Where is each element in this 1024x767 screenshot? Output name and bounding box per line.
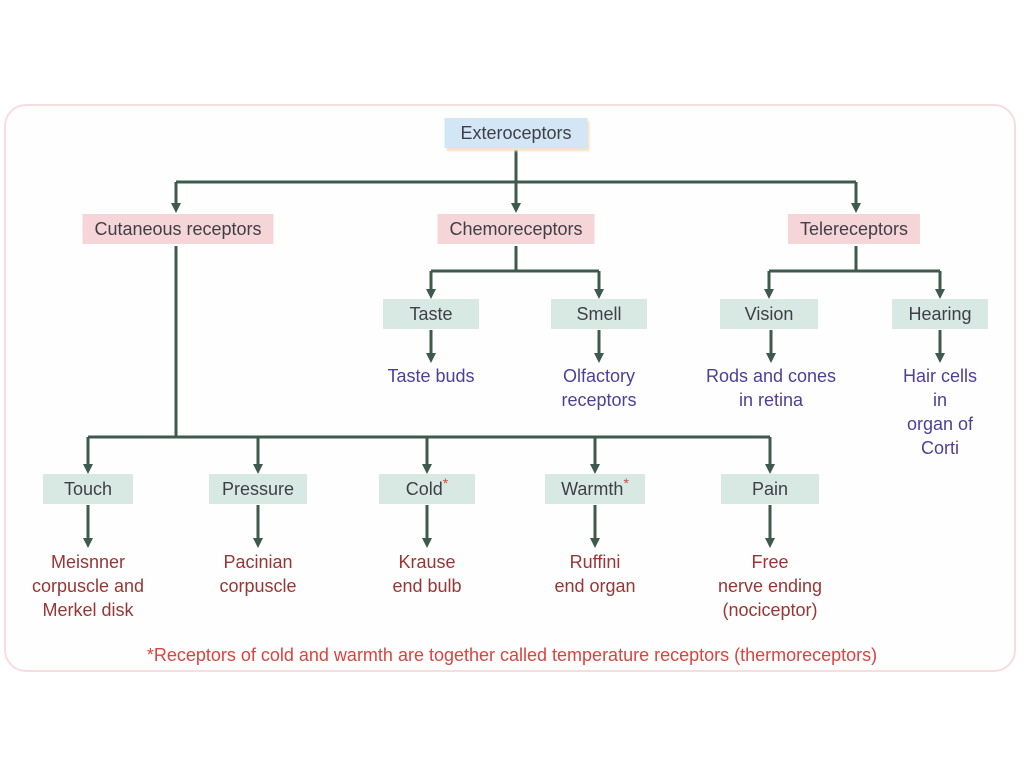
receptor-rods-cones: Rods and cones in retina [705, 366, 837, 410]
sense-label: Hearing [908, 304, 972, 324]
sense-label: Taste [409, 304, 453, 324]
category-chemoreceptors: Chemoreceptors [437, 214, 595, 244]
footnote: *Receptors of cold and warmth are togeth… [146, 645, 878, 665]
receptor-hair-cells: Hair cells in organ of Corti [902, 366, 977, 458]
category-label: Cutaneous receptors [94, 219, 262, 239]
sense-hearing: Hearing [892, 299, 988, 329]
category-label: Chemoreceptors [449, 219, 583, 239]
sense-cold: Cold* [379, 474, 475, 504]
sense-taste: Taste [383, 299, 479, 329]
receptor-pacinian: Pacinian corpuscle [219, 552, 297, 596]
receptor-taste-buds: Taste buds [387, 366, 475, 386]
sense-touch: Touch [43, 474, 133, 504]
receptor-olfactory: Olfactory receptors [561, 366, 637, 410]
asterisk-mark: * [623, 475, 629, 491]
category-telereceptors: Telereceptors [787, 214, 921, 244]
sense-pressure: Pressure [209, 474, 307, 504]
category-cutaneous-receptors: Cutaneous receptors [82, 214, 274, 244]
diagram-frame [4, 104, 1016, 672]
sense-label: Pressure [221, 479, 295, 499]
receptor-ruffini: Ruffini end organ [554, 552, 636, 596]
sense-label: Vision [744, 304, 794, 324]
sense-pain: Pain [721, 474, 819, 504]
sense-label: Cold [405, 479, 443, 499]
sense-smell: Smell [551, 299, 647, 329]
category-label: Telereceptors [799, 219, 909, 239]
receptor-free-nerve-ending: Free nerve ending (nociceptor) [717, 552, 823, 620]
root-node-exteroceptors: Exteroceptors [444, 118, 588, 148]
root-label: Exteroceptors [460, 123, 572, 143]
sense-label: Warmth [561, 479, 624, 499]
asterisk-mark: * [442, 475, 449, 491]
sense-label: Pain [751, 479, 789, 499]
receptor-krause: Krause end bulb [392, 552, 462, 596]
sense-warmth: Warmth* [545, 474, 645, 504]
sense-vision: Vision [720, 299, 818, 329]
sense-label: Touch [63, 479, 113, 499]
receptor-meissner-merkel: Meisnner corpuscle and Merkel disk [31, 552, 145, 620]
sense-label: Smell [576, 304, 622, 324]
